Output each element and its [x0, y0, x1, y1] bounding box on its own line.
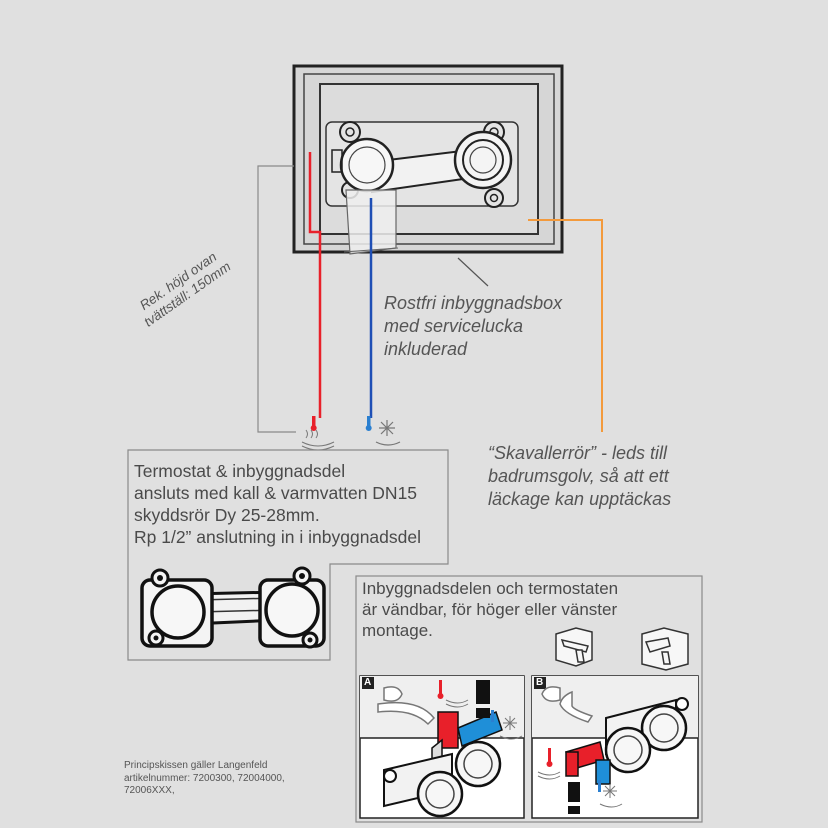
overflow-pipe — [528, 219, 603, 432]
water-hot-icon — [301, 429, 335, 451]
box-leader — [457, 257, 489, 287]
reversible-box — [355, 575, 703, 823]
overflow-note: “Skavallerrör” - leds till badrumsgolv, … — [488, 443, 672, 509]
snowflake-icon — [375, 420, 401, 446]
thermometer-cold-icon — [365, 416, 372, 431]
mixer-body — [140, 566, 326, 649]
box-note: Rostfri inbyggnadsbox med servicelucka i… — [384, 293, 563, 359]
height-bracket — [257, 165, 296, 433]
panel-b — [531, 675, 699, 819]
reversible-description: Inbyggnadsdelen och termostaten är vändb… — [362, 579, 619, 640]
thermometer-hot-icon — [310, 416, 317, 431]
thermostat-description: Termostat & inbyggnadsdel ansluts med ka… — [134, 461, 421, 547]
thermostat-box — [127, 449, 449, 661]
panel-a — [359, 675, 525, 819]
panel-a-label: A — [364, 677, 372, 688]
faucet-icon — [641, 627, 689, 671]
faucet-icon — [555, 627, 593, 667]
wall-box — [292, 64, 564, 255]
footnote: Principskissen gäller Langenfeld artikel… — [124, 760, 285, 796]
panel-b-label: B — [536, 677, 544, 688]
hot-pipe — [308, 152, 322, 418]
